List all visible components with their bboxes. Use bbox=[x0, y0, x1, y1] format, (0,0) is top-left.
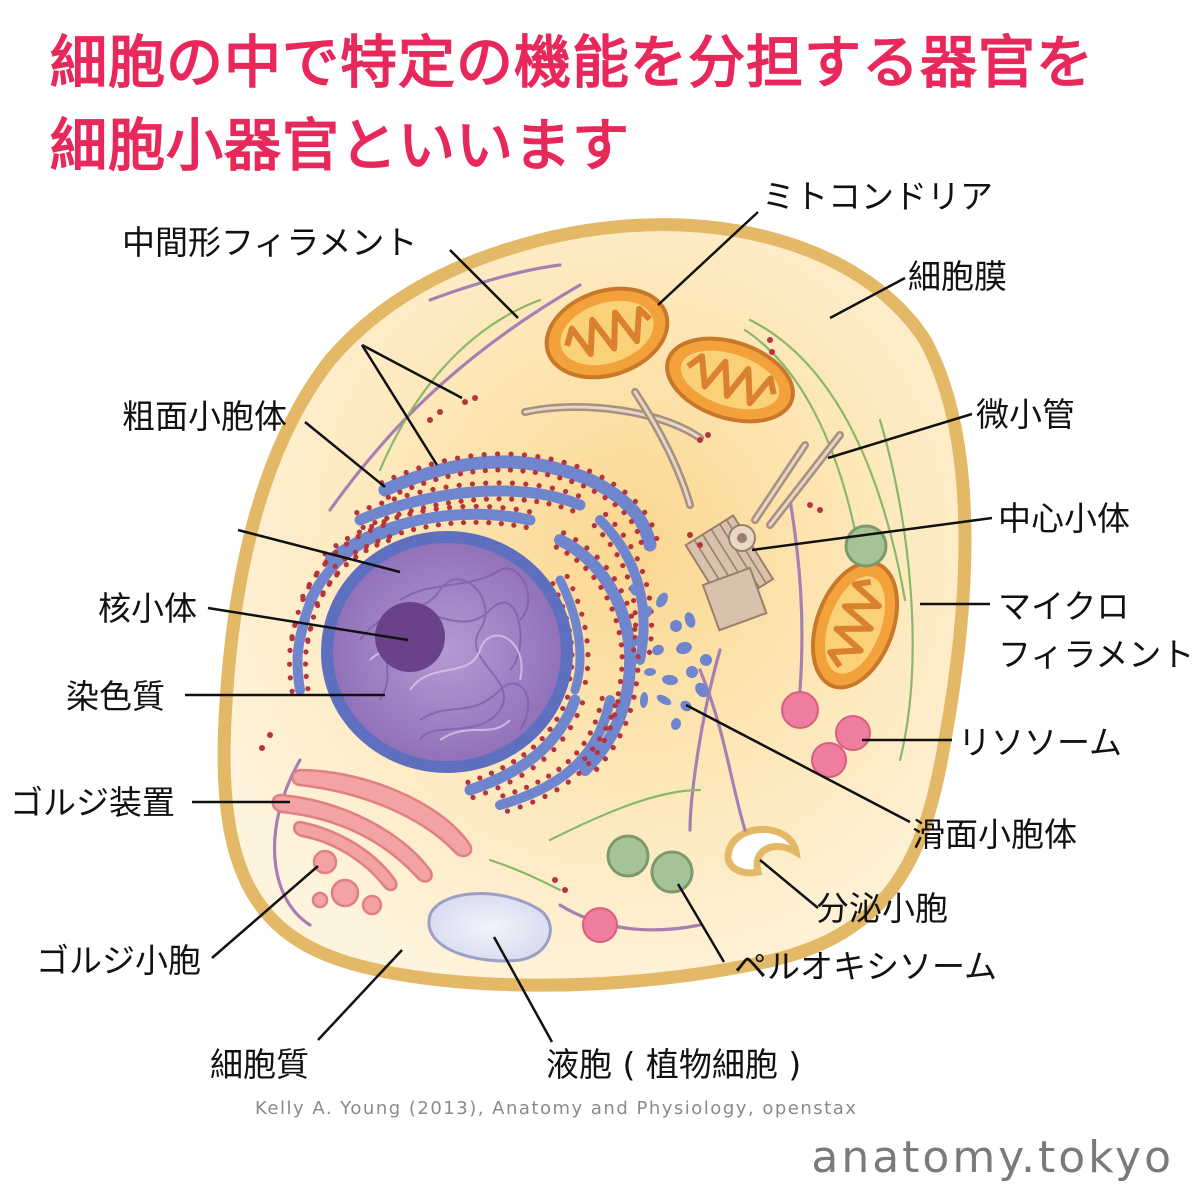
label-centrosome: 中心小体 bbox=[998, 499, 1130, 538]
leader-lines bbox=[185, 211, 993, 1043]
label-smooth-er: 滑面小胞体 bbox=[912, 815, 1077, 854]
site-name: anatomy.tokyo bbox=[811, 1132, 1174, 1183]
free-ribosomes bbox=[259, 337, 823, 893]
centrosome-shape bbox=[684, 514, 775, 632]
mitochondria-shapes bbox=[544, 286, 900, 690]
label-lysosome: リソソーム bbox=[958, 723, 1122, 762]
label-cytoplasm: 細胞質 bbox=[210, 1045, 309, 1084]
secretory-vesicle-shape bbox=[724, 826, 801, 877]
ribosomes bbox=[286, 451, 660, 814]
label-golgi-apparatus: ゴルジ装置 bbox=[10, 783, 175, 822]
label-golgi-vesicle: ゴルジ小胞 bbox=[36, 941, 201, 980]
label-rough-er: 粗面小胞体 bbox=[122, 397, 287, 436]
vacuole-shape bbox=[427, 892, 552, 963]
label-peroxisome: ペルオキシソーム bbox=[734, 947, 997, 986]
rough-er-shape bbox=[292, 455, 657, 810]
label-microfilament-line1: マイクロ bbox=[998, 587, 1129, 626]
lysosome-shapes bbox=[582, 691, 871, 943]
label-microfilament-line2: フィラメント bbox=[998, 635, 1194, 674]
golgi-shape bbox=[271, 768, 473, 916]
nucleolus-shape bbox=[375, 602, 445, 672]
intermediate-filaments bbox=[273, 263, 804, 932]
label-cell-membrane: 細胞膜 bbox=[908, 257, 1007, 296]
label-secretory-vesicle: 分泌小胞 bbox=[816, 889, 948, 928]
source-credit: Kelly A. Young (2013), Anatomy and Physi… bbox=[255, 1098, 858, 1119]
label-nucleolus: 核小体 bbox=[98, 589, 197, 628]
microtubules bbox=[521, 388, 844, 529]
headline-line2: 細胞小器官といいます bbox=[50, 113, 630, 179]
label-chromatin: 染色質 bbox=[66, 677, 165, 716]
label-vacuole: 液胞 ( 植物細胞 ) bbox=[546, 1045, 801, 1084]
labels: ミトコンドリア 中間形フィラメント 細胞膜 粗面小胞体 微小管 中心小体 マイク… bbox=[10, 177, 1194, 1084]
nucleus-shape bbox=[321, 531, 573, 773]
label-microtubule: 微小管 bbox=[976, 395, 1075, 434]
smooth-er-shape bbox=[629, 584, 713, 730]
label-intermediate-filament: 中間形フィラメント bbox=[122, 223, 417, 262]
label-mitochondria: ミトコンドリア bbox=[762, 177, 993, 216]
headline-line1: 細胞の中で特定の機能を分担する器官を bbox=[50, 30, 1094, 96]
